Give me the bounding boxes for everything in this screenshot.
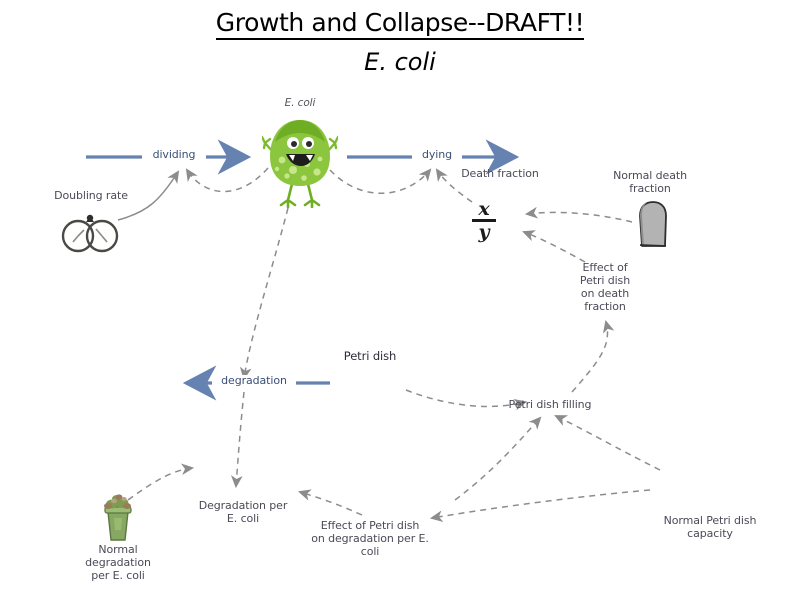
link-filling-to-effectdeath xyxy=(571,319,615,393)
variable-label-effect-petri-on-death-fraction: Effect of Petri dish on death fraction xyxy=(579,261,631,313)
trash-bin-icon xyxy=(96,490,140,542)
link-effectdegradation-to-degradationper xyxy=(297,489,363,516)
gravestone-icon xyxy=(632,200,672,248)
variable-label-normal-petri-dish-capacity: Normal Petri dish capacity xyxy=(663,514,757,540)
link-normaldeath-to-deathfraction xyxy=(524,206,633,223)
fraction-x-over-y-icon: x y xyxy=(462,198,506,243)
fraction-bar xyxy=(472,219,496,222)
stopwatch-icon xyxy=(60,212,120,254)
stock-label-petri-dish: Petri dish xyxy=(343,349,397,363)
page-subtitle: E. coli xyxy=(364,48,436,76)
page-title-text: Growth and Collapse--DRAFT!! xyxy=(215,8,585,40)
flow-label-dying: dying xyxy=(412,148,462,162)
variable-label-petri-dish-filling: Petri dish filling xyxy=(508,398,592,411)
variable-label-degradation-per-ecoli: Degradation per E. coli xyxy=(198,499,288,525)
link-degradation-down xyxy=(230,391,245,489)
fraction-denominator: y xyxy=(478,220,490,243)
variable-label-doubling-rate: Doubling rate xyxy=(54,189,128,202)
stock-label-ecoli: E. coli xyxy=(284,97,316,109)
fraction-numerator: x xyxy=(478,198,490,220)
link-effectdeath-to-deathfraction xyxy=(522,230,586,263)
link-ecoli-to-degradation xyxy=(239,207,289,381)
flow-label-degradation: degradation xyxy=(212,374,296,388)
variable-label-normal-death-fraction: Normal death fraction xyxy=(613,169,687,195)
variable-label-death-fraction: Death fraction xyxy=(461,167,539,180)
variable-label-effect-petri-on-degradation: Effect of Petri dish on degradation per … xyxy=(311,519,429,558)
link-capacity-to-effectdegradation xyxy=(429,489,651,523)
link-capacity-to-filling xyxy=(554,415,661,471)
link-degradationper-to-filling xyxy=(454,416,542,501)
variable-label-normal-degradation-per-ecoli: Normal degradation per E. coli xyxy=(85,543,151,582)
ecoli-bacteria-character-icon xyxy=(260,112,340,209)
link-ecoli-to-dividing xyxy=(185,167,269,193)
page-title: Growth and Collapse--DRAFT!! xyxy=(0,8,800,40)
flow-label-dividing: dividing xyxy=(142,148,206,162)
link-ecoli-to-dying xyxy=(329,168,432,194)
